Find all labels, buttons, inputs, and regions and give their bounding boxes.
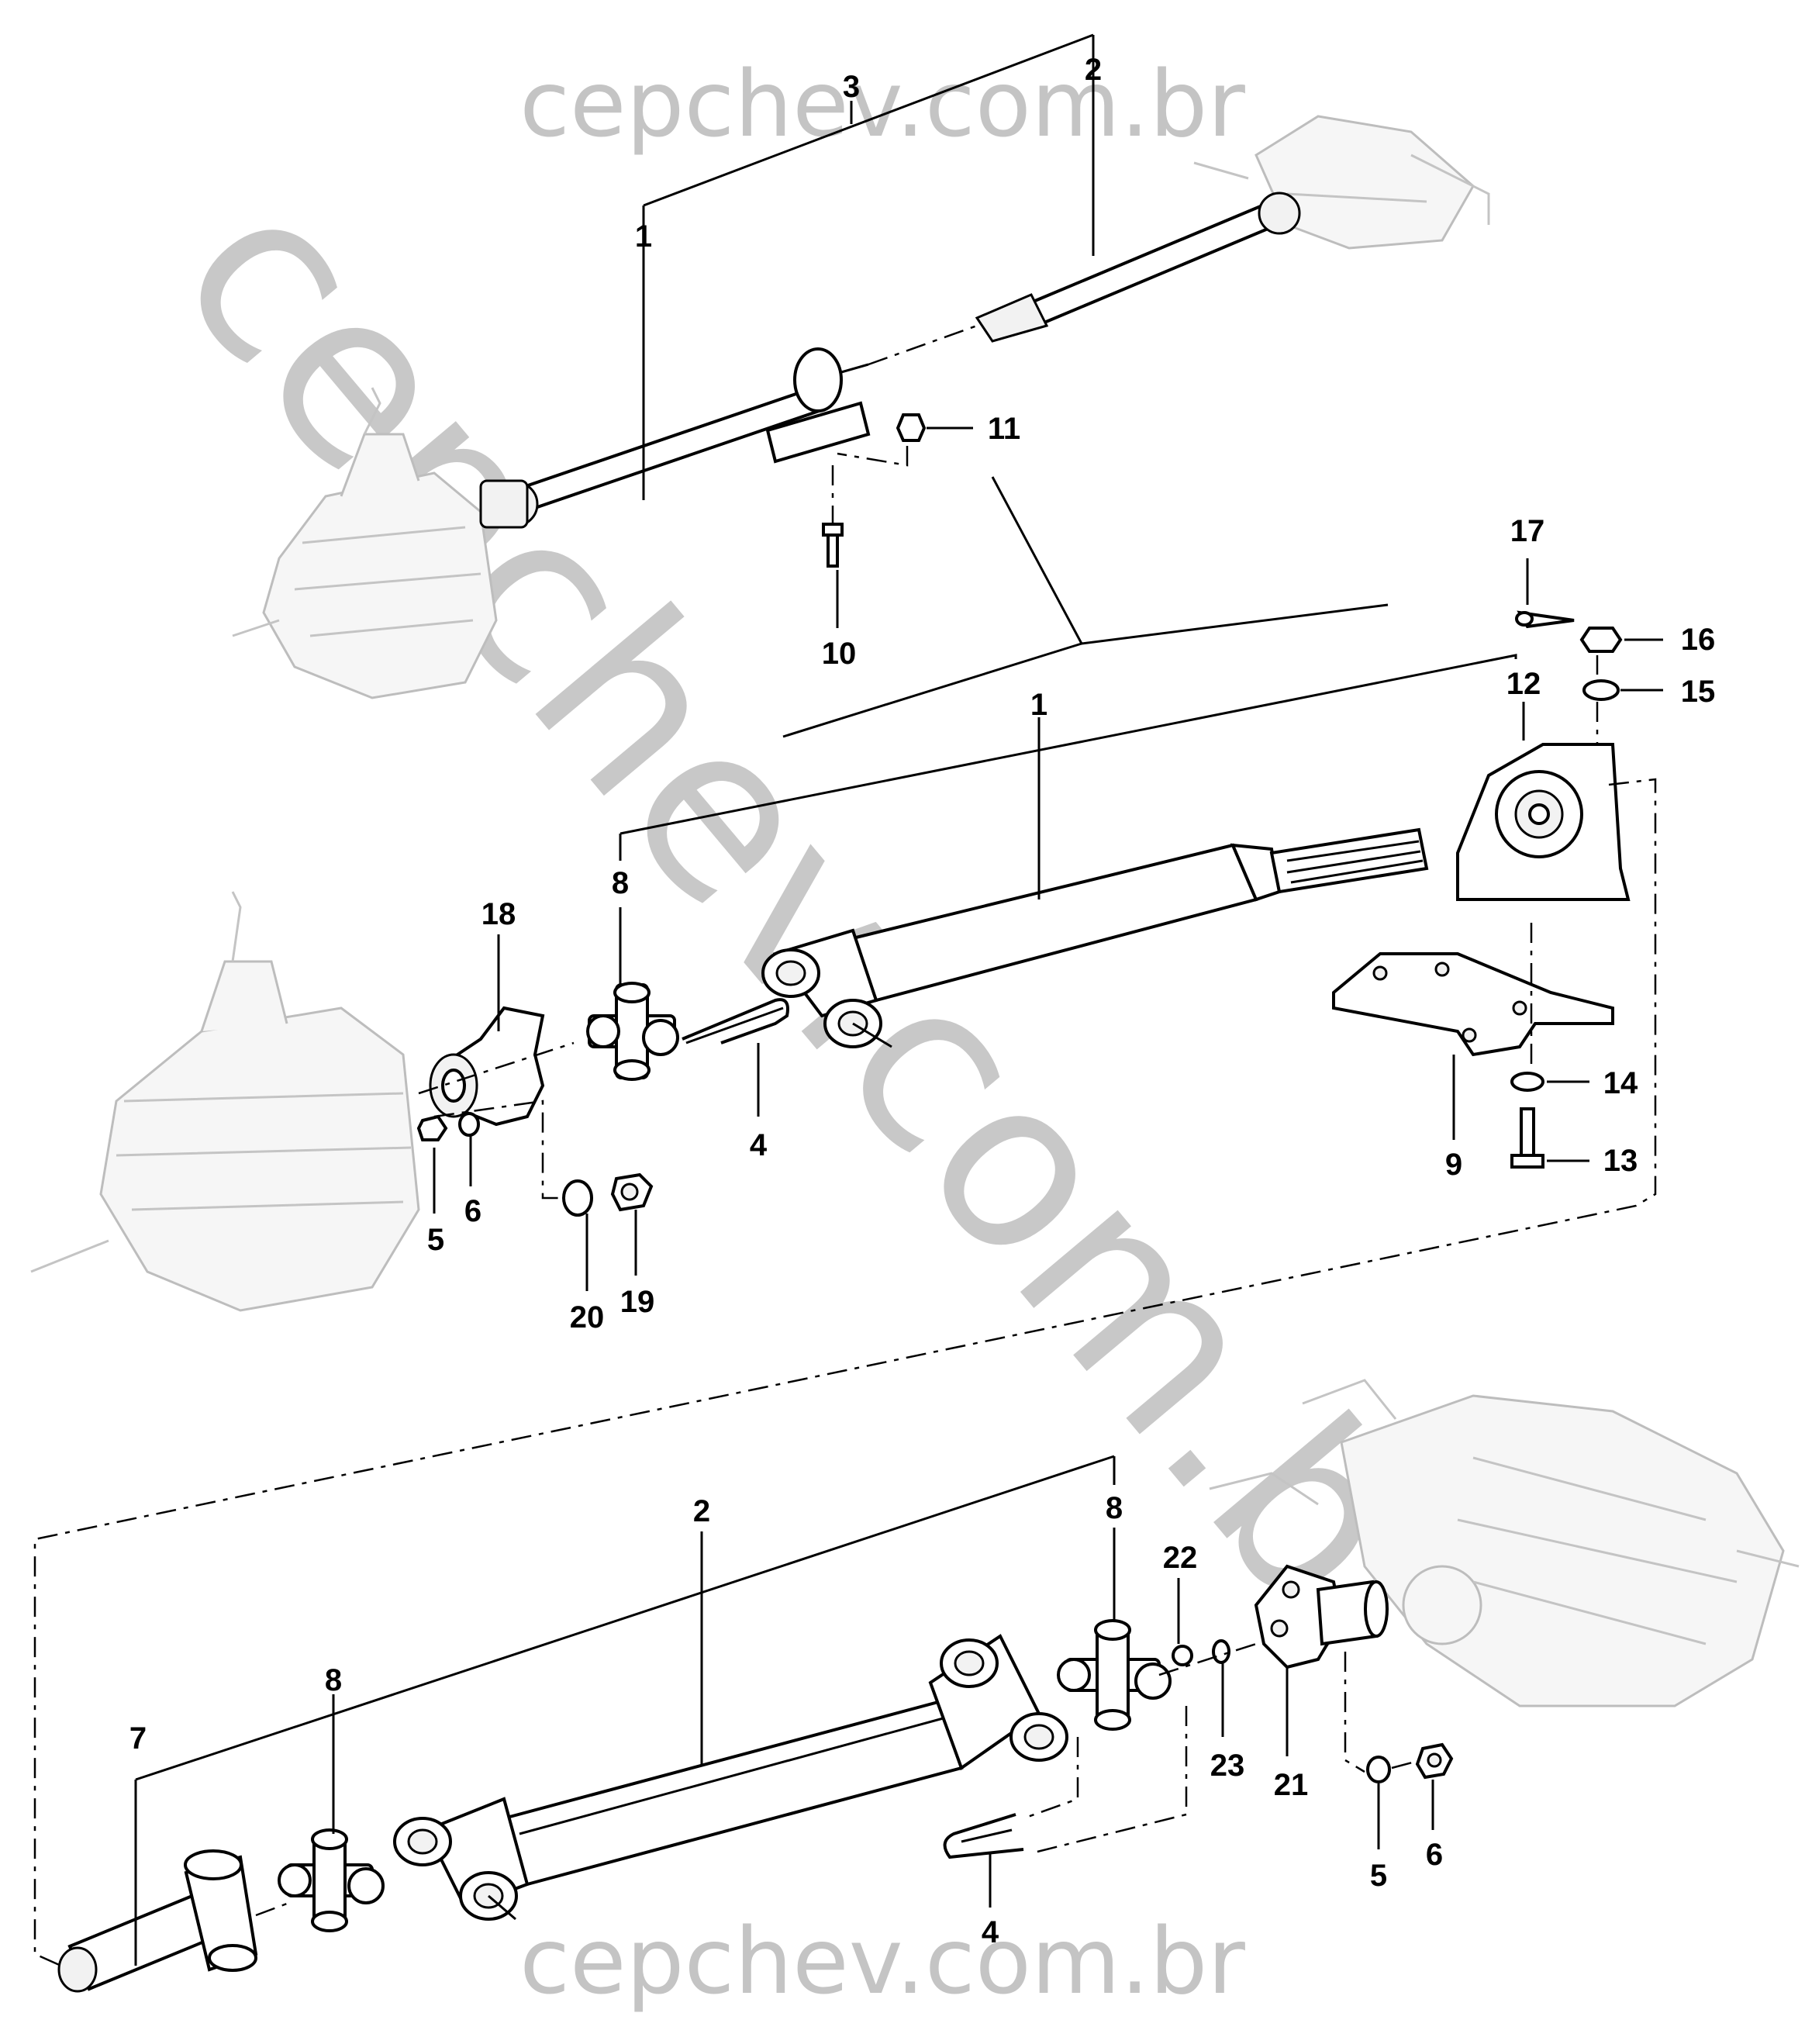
callout-1-top: 1 <box>635 219 652 254</box>
callout-13: 13 <box>1603 1144 1638 1178</box>
bracket-3-top <box>643 33 1094 207</box>
nut-22 <box>1172 1645 1193 1666</box>
ghost-transmission-top <box>232 387 498 699</box>
callout-20: 20 <box>570 1300 605 1334</box>
callout-18: 18 <box>481 897 516 931</box>
washer-15 <box>1582 679 1620 701</box>
nut-6-bottom <box>1415 1742 1454 1780</box>
top-overview-assembly: 1 2 3 10 11 <box>232 33 1490 738</box>
callout-12: 12 <box>1506 667 1541 701</box>
ubolt-4-bottom <box>943 1813 1024 1859</box>
bottom-detail-assembly: 2 8 22 23 21 7 8 4 5 6 <box>57 1379 1800 1993</box>
washer-6-mid <box>458 1112 480 1137</box>
callout-8-mid: 8 <box>612 866 629 900</box>
top-rear-driveshaft <box>975 192 1301 343</box>
callout-6-mid: 6 <box>464 1194 481 1228</box>
top-nut-dash <box>837 446 909 467</box>
zoom-line-right <box>991 476 1389 645</box>
mounting-bracket-9 <box>1332 952 1614 1057</box>
callout-21: 21 <box>1274 1768 1309 1802</box>
bottom-axis-dash-2 <box>1158 1642 1257 1676</box>
pinion-flange-21 <box>1254 1564 1389 1669</box>
bottom-flange-dash <box>1344 1652 1416 1773</box>
callout-1-mid: 1 <box>1030 688 1047 722</box>
washer-23 <box>1212 1639 1230 1664</box>
callout-3-top: 3 <box>843 70 860 104</box>
slip-yoke-7 <box>57 1849 258 1993</box>
callout-5-mid: 5 <box>427 1223 444 1257</box>
washer-5-bottom <box>1366 1756 1391 1783</box>
bottom-ubolt-dash-2 <box>1030 1706 1188 1855</box>
callout-19: 19 <box>620 1285 655 1319</box>
bottom-axis-dash-1 <box>255 1902 288 1917</box>
callout-5-bottom: 5 <box>1370 1859 1387 1893</box>
section-connector-dash <box>33 778 1657 1971</box>
callout-2-bottom: 2 <box>693 1494 710 1528</box>
top-nut-11 <box>896 413 927 442</box>
callout-22: 22 <box>1163 1541 1198 1575</box>
callout-15: 15 <box>1681 675 1716 709</box>
ghost-axle-bottom <box>1209 1379 1800 1707</box>
bracket-1-mid <box>619 654 1517 835</box>
callout-23: 23 <box>1210 1749 1245 1783</box>
watermark-top: cepchev.com.br <box>519 50 1245 157</box>
nut-19 <box>610 1172 654 1212</box>
ghost-axle-top <box>1193 115 1490 250</box>
washer-14 <box>1510 1072 1544 1092</box>
nut-5-mid <box>416 1114 448 1141</box>
callout-6-bottom: 6 <box>1426 1838 1443 1872</box>
callout-7: 7 <box>129 1721 147 1756</box>
callout-4-bottom: 4 <box>982 1915 999 1949</box>
ghost-transmission-mid <box>30 891 420 1312</box>
callout-16: 16 <box>1681 623 1716 657</box>
callout-11: 11 <box>988 412 1020 446</box>
watermark-bottom: cepchev.com.br <box>519 1908 1245 2015</box>
ujoint-8-bottom-left <box>278 1828 385 1932</box>
flange-18 <box>429 1006 545 1127</box>
mid-axis-dash-1 <box>418 1041 575 1095</box>
ujoint-8-mid <box>586 982 679 1081</box>
top-bolt-10 <box>822 523 844 568</box>
callout-17: 17 <box>1510 514 1545 548</box>
zoom-line-left <box>782 642 1082 738</box>
callout-14: 14 <box>1603 1066 1638 1100</box>
ujoint-8-bottom-right <box>1057 1619 1172 1731</box>
bracket-2-bottom <box>135 1455 1115 1781</box>
center-bearing-12 <box>1456 743 1631 901</box>
ubolt-4-mid <box>682 998 789 1044</box>
mid-axis-dash-2 <box>433 1100 562 1200</box>
mid-front-driveshaft <box>761 827 1429 1048</box>
callout-9: 9 <box>1445 1148 1462 1182</box>
bottom-rear-driveshaft <box>393 1634 1068 1921</box>
cotter-pin-17 <box>1515 610 1575 629</box>
snap-ring-20 <box>562 1179 593 1217</box>
callout-8-bottom-left: 8 <box>325 1663 342 1697</box>
top-shaft-joint-line <box>868 324 978 366</box>
callout-10: 10 <box>822 637 857 671</box>
top-center-bearing <box>765 347 871 464</box>
bottom-ubolt-dash-1 <box>1023 1737 1079 1820</box>
callout-4-mid: 4 <box>750 1128 768 1162</box>
callout-8-bottom-right: 8 <box>1106 1491 1123 1525</box>
middle-detail-assembly: 1 8 18 4 5 6 20 19 17 16 15 12 14 13 9 <box>30 514 1716 1971</box>
bolt-13 <box>1510 1107 1544 1169</box>
callout-2-top: 2 <box>1085 53 1102 87</box>
castle-nut-16 <box>1579 627 1623 653</box>
